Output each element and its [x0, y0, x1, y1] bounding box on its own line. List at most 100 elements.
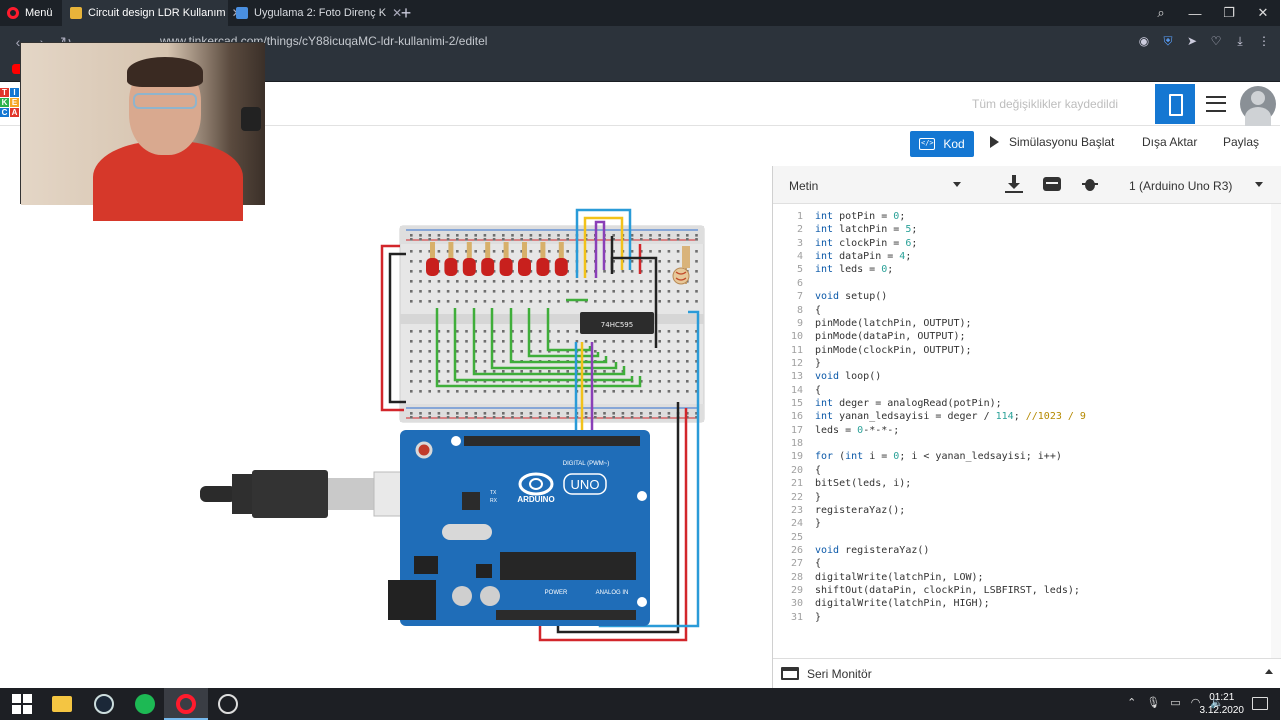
- breadboard-hole: [410, 350, 413, 353]
- wifi-icon[interactable]: ◠: [1190, 697, 1201, 709]
- file-explorer-icon[interactable]: [52, 696, 72, 712]
- code-line[interactable]: {: [815, 558, 822, 570]
- code-line[interactable]: bitSet(leds, i);: [815, 478, 912, 490]
- libraries-icon[interactable]: [1043, 177, 1061, 191]
- code-button[interactable]: </> Kod: [910, 131, 974, 157]
- code-line[interactable]: }: [815, 611, 822, 623]
- code-line[interactable]: int dataPin = 4;: [815, 251, 912, 263]
- breadboard-hole: [676, 234, 680, 237]
- breadboard-hole: [446, 290, 450, 293]
- export-button[interactable]: Dışa Aktar: [1142, 135, 1198, 149]
- line-number: 12: [790, 357, 803, 369]
- code-line[interactable]: leds = 0-*-*-;: [815, 424, 900, 436]
- code-line[interactable]: pinMode(dataPin, OUTPUT);: [815, 331, 966, 343]
- led: [554, 258, 568, 276]
- code-line[interactable]: int latchPin = 5;: [815, 224, 918, 236]
- battery-icon[interactable]: ▭: [1170, 697, 1181, 709]
- notifications-icon[interactable]: [1252, 697, 1268, 710]
- start-simulation-button[interactable]: Simülasyonu Başlat: [990, 135, 1114, 149]
- breadboard-hole: [456, 390, 459, 393]
- editor-scrollbar[interactable]: [1271, 204, 1281, 658]
- tab-uygulama[interactable]: Uygulama 2: Foto Direnç K ✕: [228, 0, 402, 26]
- debugger-icon[interactable]: [1081, 175, 1099, 193]
- code-line[interactable]: registeraYaz();: [815, 504, 906, 516]
- breadboard-hole: [419, 350, 422, 353]
- breadboard-hole: [492, 350, 496, 353]
- windows-start-icon[interactable]: [12, 694, 32, 714]
- share-button[interactable]: Paylaş: [1223, 135, 1260, 149]
- breadboard-hole: [502, 340, 505, 343]
- chevron-up-icon[interactable]: ⌃: [1127, 697, 1137, 709]
- breadboard-hole: [658, 270, 661, 273]
- code-mode-select[interactable]: Metin: [779, 170, 971, 198]
- chevron-up-icon[interactable]: [1265, 669, 1273, 674]
- breadboard-hole: [474, 250, 477, 253]
- code-line[interactable]: digitalWrite(latchPin, LOW);: [815, 571, 984, 583]
- code-line[interactable]: void setup(): [815, 291, 888, 303]
- tab-circuit-design[interactable]: Circuit design LDR Kullanım ✕: [62, 0, 242, 26]
- code-line[interactable]: int deger = analogRead(potPin);: [815, 398, 1002, 410]
- steam-icon[interactable]: [94, 694, 114, 714]
- code-line[interactable]: int yanan_ledsayisi = deger / 114; //102…: [815, 411, 1086, 423]
- browser-menu-button[interactable]: Menü: [0, 0, 62, 26]
- tab-label: Circuit design LDR Kullanım: [88, 7, 226, 19]
- code-line[interactable]: }: [815, 491, 822, 503]
- search-icon[interactable]: ⌕: [1157, 5, 1165, 20]
- youtube-icon[interactable]: [12, 64, 24, 74]
- board-select[interactable]: 1 (Arduino Uno R3): [1119, 170, 1275, 198]
- breadboard-hole: [649, 300, 652, 303]
- code-line[interactable]: void registeraYaz(): [815, 545, 930, 556]
- breadboard-hole: [538, 234, 542, 237]
- code-line[interactable]: }: [815, 357, 822, 369]
- code-line[interactable]: int clockPin = 6;: [815, 237, 918, 249]
- component-list-button[interactable]: [1206, 96, 1226, 112]
- close-tab-icon[interactable]: ✕: [392, 6, 403, 20]
- breadboard-hole: [437, 360, 441, 363]
- code-line[interactable]: digitalWrite(latchPin, HIGH);: [815, 598, 990, 610]
- more-icon[interactable]: ⋮: [1258, 34, 1270, 48]
- serial-monitor-bar[interactable]: Seri Monitör: [773, 658, 1281, 688]
- circuit-canvas[interactable]: 74HC595 ARDUINO UNO: [0, 166, 772, 688]
- breadboard-hole: [502, 390, 505, 393]
- breadboard-hole: [686, 360, 689, 363]
- code-line[interactable]: }: [815, 518, 822, 530]
- webcam-device: [241, 107, 261, 131]
- breadboard-hole: [437, 416, 441, 419]
- code-line[interactable]: {: [815, 384, 822, 396]
- shield-icon[interactable]: ⛨: [1163, 34, 1173, 48]
- minimize-icon[interactable]: —: [1188, 5, 1202, 21]
- back-icon[interactable]: ‹: [15, 34, 21, 50]
- microphone-icon[interactable]: 🎙: [1146, 697, 1161, 709]
- code-line[interactable]: int potPin = 0;: [815, 211, 906, 222]
- circuit-view-button[interactable]: [1155, 84, 1195, 124]
- code-line[interactable]: for (int i = 0; i < yanan_ledsayisi; i++…: [815, 451, 1062, 463]
- code-line[interactable]: {: [815, 464, 822, 476]
- breadboard-hole: [603, 350, 606, 353]
- send-icon[interactable]: ➤: [1186, 34, 1198, 48]
- breadboard-hole: [529, 250, 533, 253]
- download-icon[interactable]: ⤓: [1237, 34, 1243, 48]
- restore-icon[interactable]: ❐: [1223, 5, 1235, 20]
- code-line[interactable]: {: [815, 304, 822, 316]
- code-line[interactable]: pinMode(latchPin, OUTPUT);: [815, 317, 972, 329]
- code-line[interactable]: int leds = 0;: [815, 264, 894, 276]
- code-line[interactable]: pinMode(clockPin, OUTPUT);: [815, 344, 972, 356]
- avatar[interactable]: [1240, 86, 1276, 127]
- spotify-icon[interactable]: [135, 694, 155, 714]
- camera-icon[interactable]: ◉: [1138, 34, 1150, 48]
- clock[interactable]: 01:21 3.12.2020: [1200, 691, 1245, 717]
- heart-icon[interactable]: ♡: [1210, 34, 1222, 48]
- new-tab-button[interactable]: +: [400, 3, 412, 23]
- code-line[interactable]: void loop(): [815, 371, 882, 383]
- reload-icon[interactable]: ↻: [54, 34, 78, 51]
- code-line[interactable]: shiftOut(dataPin, clockPin, LSBFIRST, le…: [815, 585, 1080, 597]
- opera-taskbar-icon[interactable]: [176, 694, 196, 714]
- app-icon[interactable]: [218, 694, 238, 714]
- download-code-icon[interactable]: [1005, 175, 1023, 193]
- breadboard-hole: [446, 360, 450, 363]
- breadboard-hole: [520, 280, 523, 283]
- volume-icon[interactable]: 🔈: [1210, 697, 1224, 709]
- close-window-icon[interactable]: ✕: [1257, 5, 1269, 20]
